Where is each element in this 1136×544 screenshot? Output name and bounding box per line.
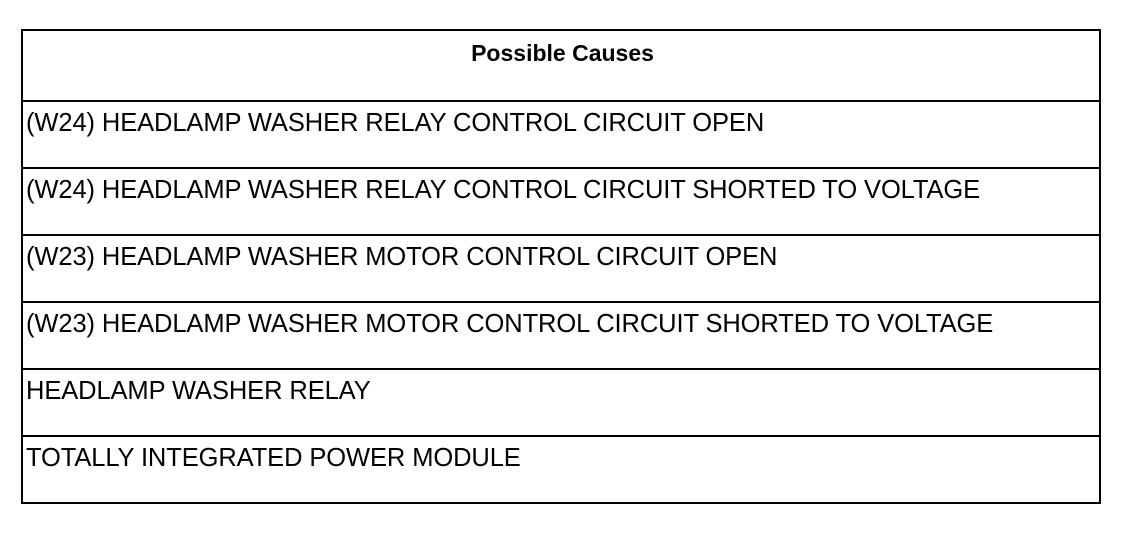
cause-cell: (W24) HEADLAMP WASHER RELAY CONTROL CIRC… [21,167,1101,236]
cause-cell: (W23) HEADLAMP WASHER MOTOR CONTROL CIRC… [21,234,1101,303]
cause-cell: TOTALLY INTEGRATED POWER MODULE [21,435,1101,504]
column-header-possible-causes: Possible Causes [21,29,1101,102]
table-header-row: Possible Causes [21,29,1101,102]
possible-causes-table: Possible Causes (W24) HEADLAMP WASHER RE… [21,29,1101,504]
table-row: TOTALLY INTEGRATED POWER MODULE [21,435,1101,504]
table-row: (W24) HEADLAMP WASHER RELAY CONTROL CIRC… [21,167,1101,236]
table-row: HEADLAMP WASHER RELAY [21,368,1101,437]
cause-cell: HEADLAMP WASHER RELAY [21,368,1101,437]
table-row: (W23) HEADLAMP WASHER MOTOR CONTROL CIRC… [21,234,1101,303]
table-row: (W23) HEADLAMP WASHER MOTOR CONTROL CIRC… [21,301,1101,370]
cause-cell: (W23) HEADLAMP WASHER MOTOR CONTROL CIRC… [21,301,1101,370]
cause-cell: (W24) HEADLAMP WASHER RELAY CONTROL CIRC… [21,100,1101,169]
table-row: (W24) HEADLAMP WASHER RELAY CONTROL CIRC… [21,100,1101,169]
